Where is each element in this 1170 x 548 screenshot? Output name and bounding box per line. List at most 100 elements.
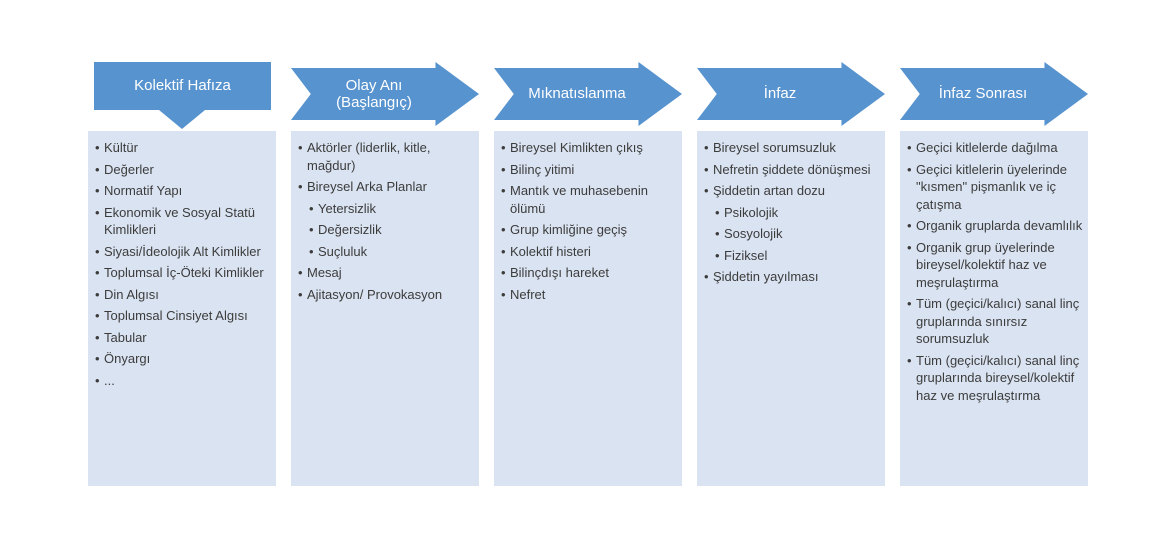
bullet-icon: •: [95, 204, 100, 220]
bullet-item: •Suçluluk: [309, 243, 474, 261]
bullet-text: Nefretin şiddete dönüşmesi: [713, 161, 871, 177]
bullet-text: Bireysel Arka Planlar: [307, 179, 427, 194]
bullet-icon: •: [501, 265, 506, 280]
bullet-item: •...: [95, 372, 271, 390]
bullet-icon: •: [907, 218, 912, 233]
bullet-icon: •: [704, 161, 709, 177]
bullet-item: •Toplumsal Cinsiyet Algısı: [95, 307, 271, 325]
bullet-item: •Değerler: [95, 161, 271, 179]
header-shape-arrow: İnfaz Sonrası: [900, 62, 1088, 130]
bullet-icon: •: [715, 226, 720, 241]
bullet-text: Kültür: [104, 140, 138, 155]
down-arrow-icon: [159, 110, 205, 129]
header-shape-arrow: Olay Anı (Başlangıç): [291, 62, 479, 130]
bullet-text: Suçluluk: [318, 243, 368, 259]
bullet-text: Tüm (geçici/kalıcı) sanal linç grupların…: [916, 352, 1080, 403]
bullet-item: •Kolektif histeri: [501, 243, 677, 261]
bullet-text: Bireysel sorumsuzluk: [713, 140, 836, 155]
bullet-text: Kolektif histeri: [510, 243, 591, 259]
bullet-text: Değerler: [104, 161, 154, 177]
bullet-icon: •: [501, 161, 506, 177]
bullet-item: •Psikolojik: [715, 204, 880, 222]
bullet-text: Geçici kitlelerin üyelerinde "kısmen" pi…: [916, 161, 1068, 212]
bullet-text: Mantık ve muhasebenin ölümü: [510, 183, 649, 216]
column-infaz: İnfaz •Bireysel sorumsuzluk•Nefretin şid…: [697, 62, 885, 486]
bullet-text: Bilinç yitimi: [510, 161, 575, 177]
bullet-text: ...: [104, 372, 115, 388]
bullet-icon: •: [704, 140, 709, 155]
right-arrow-icon: [697, 62, 885, 126]
bullet-item: •Tüm (geçici/kalıcı) sanal linç grupları…: [907, 352, 1083, 405]
bullet-item: •Bilinç yitimi: [501, 161, 677, 179]
bullet-icon: •: [298, 265, 303, 280]
column-infaz-sonrasi: İnfaz Sonrası • Geçici kitlelerde dağılma…: [900, 62, 1088, 486]
bullet-text: Fiziksel: [724, 247, 768, 263]
bullet-text: Değersizlik: [318, 222, 382, 237]
bullet-item: •Organik gruplarda devamlılık: [907, 217, 1083, 235]
bullet-text: Aktörler (liderlik, kitle, mağdur): [307, 140, 431, 173]
bullet-item: • Kültür: [95, 139, 271, 157]
bullet-text: Tüm (geçici/kalıcı) sanal linç grupların…: [916, 296, 1080, 346]
bullet-icon: •: [95, 286, 100, 302]
bullet-item: • Geçici kitlelerde dağılma: [907, 139, 1083, 157]
bullet-icon: •: [298, 140, 303, 155]
bullet-list-box: •Geçici kitlelerde dağılma•Geçici kitlel…: [900, 131, 1088, 486]
bullet-text: Tabular: [104, 329, 147, 345]
bullet-text: Psikolojik: [724, 204, 779, 220]
bullet-text: Önyargı: [104, 351, 151, 366]
bullet-text: Şiddetin artan dozu: [713, 183, 826, 198]
bullet-item: •Önyargı: [95, 350, 271, 368]
header-shape-arrow: Mıknatıslanma: [494, 62, 682, 130]
bullet-text: Geçici kitlelerde dağılma: [916, 140, 1058, 155]
bullet-item: •Ekonomik ve Sosyal Statü Kimlikleri: [95, 204, 271, 239]
bullet-icon: •: [309, 222, 314, 237]
bullet-icon: •: [907, 161, 912, 177]
bullet-icon: •: [501, 140, 506, 155]
bullet-icon: •: [907, 239, 912, 255]
bullet-item: • Değersizlik: [309, 221, 474, 239]
bullet-icon: •: [501, 183, 506, 198]
bullet-text: Ekonomik ve Sosyal Statü Kimlikleri: [104, 204, 256, 238]
bullet-icon: •: [501, 286, 506, 302]
bullet-icon: •: [907, 352, 912, 368]
column-olay-ani: Olay Anı (Başlangıç) • Aktörler (liderlik…: [291, 62, 479, 486]
bullet-item: •Yetersizlik: [309, 200, 474, 218]
bullet-icon: •: [95, 329, 100, 345]
header-label: Mıknatıslanma: [528, 85, 626, 103]
bullet-icon: •: [95, 183, 100, 198]
bullet-icon: •: [95, 140, 100, 155]
bullet-item: •Ajitasyon/ Provokasyon: [298, 286, 474, 304]
bullet-list-box: •Bireysel Kimlikten çıkış•Bilinç yitimi•…: [494, 131, 682, 486]
right-arrow-icon: [494, 62, 682, 126]
bullet-icon: •: [95, 372, 100, 388]
bullet-icon: •: [95, 243, 100, 259]
column-kolektif-hafiza: Kolektif Hafıza •Kültür•Değerler•Normati…: [88, 62, 276, 486]
bullet-item: •Bireysel Kimlikten çıkış: [501, 139, 677, 157]
bullet-item: • Bireysel sorumsuzluk: [704, 139, 880, 157]
bullet-item: •Organik grup üyelerinde bireysel/kolekt…: [907, 239, 1083, 292]
bullet-icon: •: [907, 296, 912, 311]
bullet-item: • Bilinçdışı hareket: [501, 264, 677, 282]
header-shape-arrow: İnfaz: [697, 62, 885, 130]
bullet-icon: •: [715, 247, 720, 263]
bullet-item: • Mantık ve muhasebenin ölümü: [501, 182, 677, 217]
bullet-text: Yetersizlik: [318, 200, 377, 216]
right-arrow-icon: [900, 62, 1088, 126]
bullet-text: Toplumsal İç-Öteki Kimlikler: [104, 265, 264, 280]
bullet-text: Ajitasyon/ Provokasyon: [307, 286, 443, 302]
bullet-icon: •: [907, 140, 912, 155]
bullet-icon: •: [704, 269, 709, 284]
bullet-text: Siyasi/İdeolojik Alt Kimlikler: [104, 243, 261, 259]
bullet-text: Bilinçdışı hareket: [510, 265, 609, 280]
bullet-item: •Sosyolojik: [715, 225, 880, 243]
header-rectangle: Kolektif Hafıza: [94, 62, 271, 110]
columns-row: Kolektif Hafıza •Kültür•Değerler•Normati…: [88, 62, 1088, 486]
bullet-icon: •: [309, 200, 314, 216]
bullet-item: •Nefretin şiddete dönüşmesi: [704, 161, 880, 179]
bullet-item: •Normatif Yapı: [95, 182, 271, 200]
bullet-icon: •: [704, 183, 709, 198]
bullet-item: •Grup kimliğine geçiş: [501, 221, 677, 239]
bullet-icon: •: [501, 222, 506, 237]
bullet-icon: •: [95, 161, 100, 177]
